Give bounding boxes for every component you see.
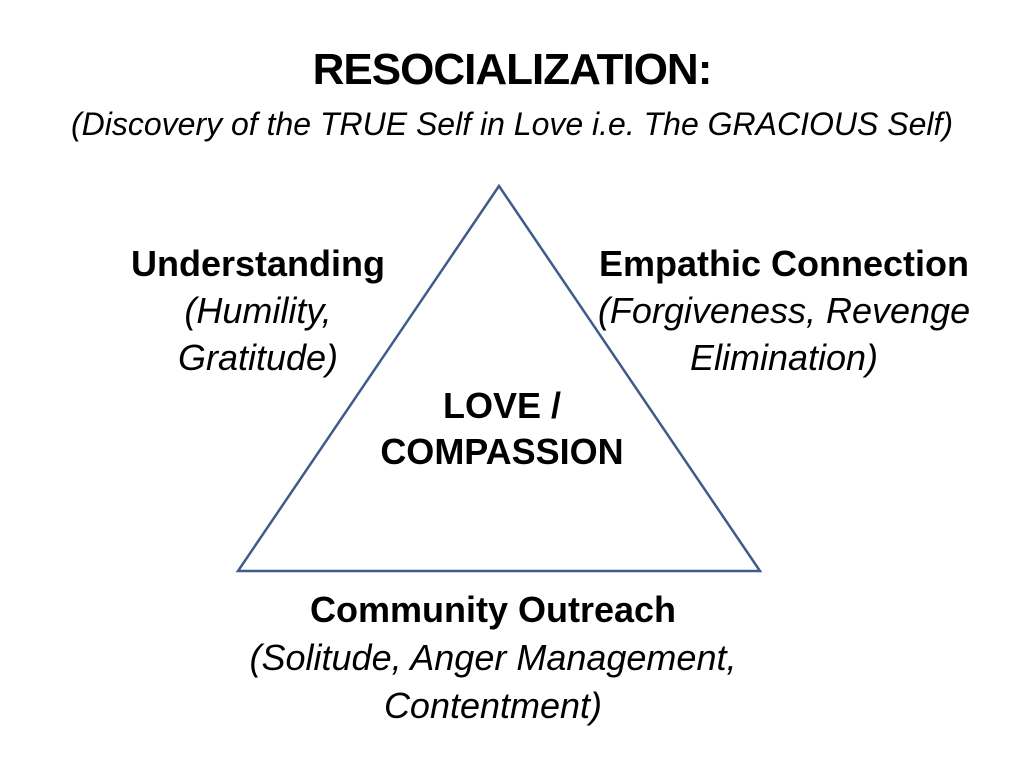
label-left-understanding: Understanding (Humility, Gratitude) [98, 240, 418, 381]
label-right-heading: Empathic Connection [598, 243, 970, 284]
label-right-empathic-connection: Empathic Connection (Forgiveness, Reveng… [574, 240, 994, 381]
label-right-subline2: Elimination) [689, 337, 879, 378]
label-left-subline2: Gratitude) [177, 337, 339, 378]
center-label-line2: COMPASSION [380, 431, 624, 472]
label-bottom-subline1: (Solitude, Anger Management, [249, 637, 737, 678]
label-bottom-community-outreach: Community Outreach (Solitude, Anger Mana… [193, 586, 793, 730]
center-label-line1: LOVE / [442, 385, 562, 426]
label-left-heading: Understanding [130, 243, 385, 284]
triangle-shape [235, 183, 763, 573]
triangle-outline [235, 183, 763, 573]
label-bottom-heading: Community Outreach [309, 589, 677, 630]
label-bottom-subline2: Contentment) [383, 685, 603, 726]
label-right-subline1: (Forgiveness, Revenge [597, 290, 971, 331]
slide-title: RESOCIALIZATION: [312, 45, 713, 94]
slide-subtitle: (Discovery of the TRUE Self in Love i.e.… [70, 106, 954, 142]
triangle-center-label: LOVE / COMPASSION [342, 383, 662, 475]
label-left-subline1: (Humility, [184, 290, 332, 331]
